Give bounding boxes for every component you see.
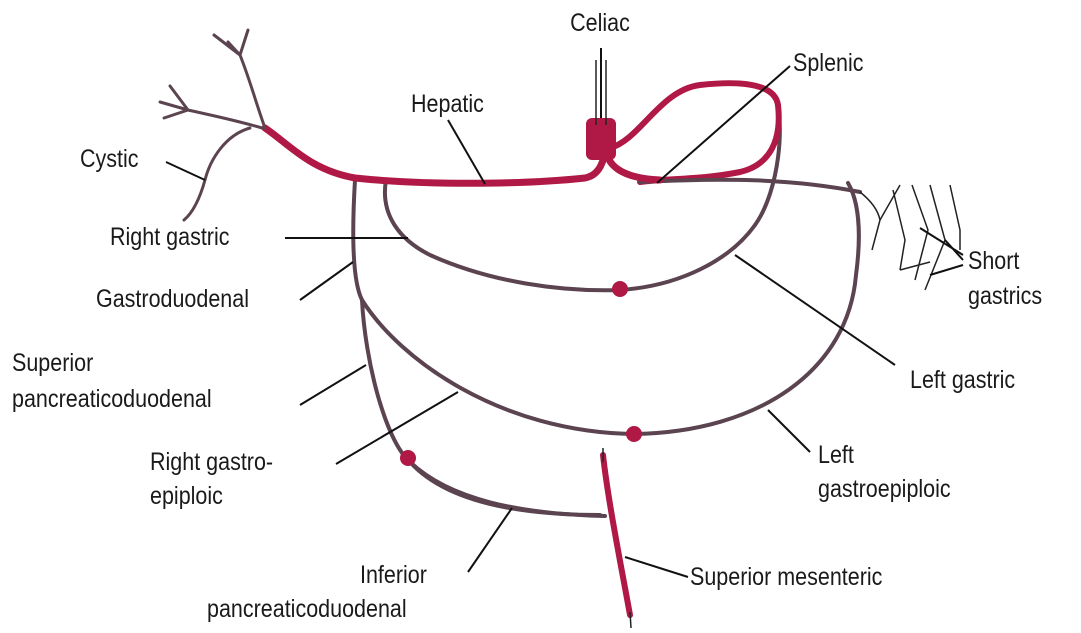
leader-hepatic: [448, 120, 485, 184]
celiac-trunk: [586, 118, 616, 160]
leader-left-ge: [768, 410, 810, 452]
gastroduodenal-artery: [353, 180, 362, 300]
label-superior-pd-line2: pancreaticoduodenal: [12, 384, 212, 414]
hepatic-branches: [160, 30, 265, 128]
common-hepatic-artery: [265, 128, 605, 183]
superior-pancreaticoduodenal-artery: [362, 300, 600, 515]
short-gastric-branches: [860, 185, 960, 290]
label-left-ge-line2: gastroepiploic: [818, 474, 951, 504]
label-inferior-pd-line2: pancreaticoduodenal: [207, 594, 407, 624]
label-gastroduodenal: Gastroduodenal: [96, 284, 249, 314]
leader-superior-pd: [300, 365, 366, 405]
label-left-gastric: Left gastric: [910, 365, 1015, 395]
inferior-pancreaticoduodenal-artery: [410, 462, 605, 516]
leader-short-gastrics-1: [920, 228, 963, 255]
label-cystic: Cystic: [80, 144, 139, 174]
splenic-to-short-gastrics: [640, 180, 860, 192]
label-short-gastrics-line1: Short: [968, 246, 1019, 276]
label-short-gastrics-line2: gastrics: [968, 281, 1042, 311]
label-superior-mesenteric: Superior mesenteric: [690, 562, 882, 592]
leader-right-ge: [336, 392, 458, 464]
sma-bottom-line: [630, 612, 631, 628]
label-inferior-pd-line1: Inferior: [360, 560, 427, 590]
leader-sma: [625, 557, 688, 577]
leader-cystic: [166, 162, 205, 180]
leader-left-gastric: [735, 255, 895, 365]
label-celiac: Celiac: [561, 8, 638, 38]
leader-gastroduodenal: [300, 262, 353, 300]
label-right-gastric: Right gastric: [110, 222, 229, 252]
leader-inferior-pd: [468, 508, 512, 572]
superior-mesenteric-artery: [603, 455, 630, 615]
label-hepatic: Hepatic: [411, 89, 484, 119]
gastric-anastomosis-dot: [612, 281, 628, 297]
gastroepiploic-anastomosis-dot: [626, 426, 642, 442]
label-right-ge-line2: epiploic: [150, 481, 223, 511]
pancreaticoduodenal-anastomosis-dot: [400, 450, 416, 466]
gastroepiploic-arcade: [362, 183, 859, 434]
label-superior-pd-line1: Superior: [12, 348, 93, 378]
label-left-ge-line1: Left: [818, 440, 854, 470]
label-splenic: Splenic: [793, 48, 864, 78]
label-right-ge-line1: Right gastro-: [150, 447, 273, 477]
